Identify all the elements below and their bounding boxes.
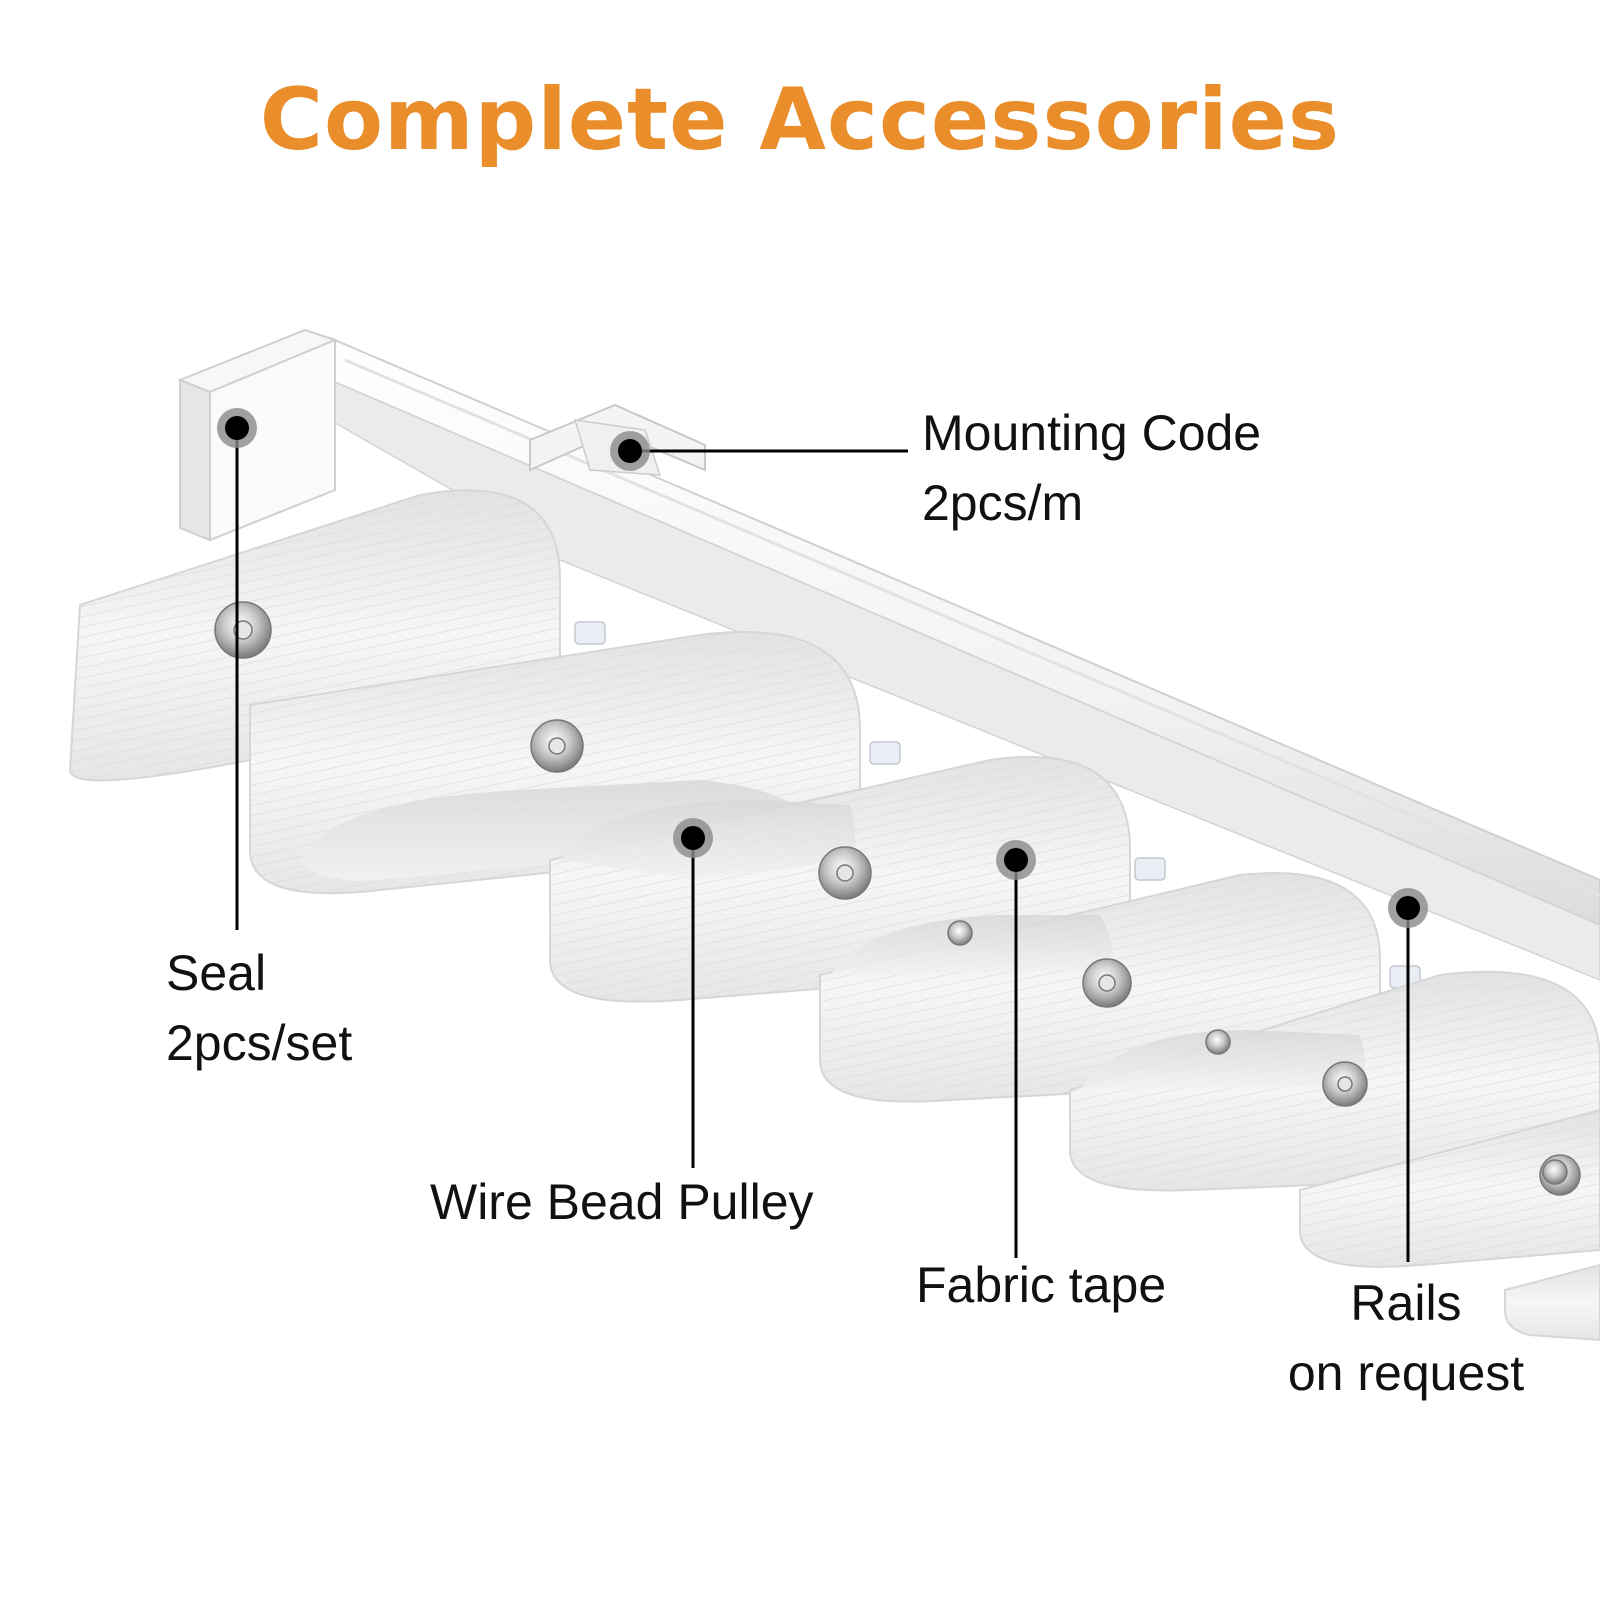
marker-dot-mounting-code bbox=[610, 431, 650, 471]
callout-fabric-tape: Fabric tape bbox=[916, 1250, 1166, 1320]
callout-mounting-code-name: Mounting Code bbox=[922, 405, 1262, 461]
callout-wire-bead-pulley: Wire Bead Pulley bbox=[430, 1167, 814, 1237]
callout-mounting-code: Mounting Code 2pcs/m bbox=[922, 398, 1261, 538]
marker-dots bbox=[217, 408, 1428, 928]
page-title: Complete Accessories bbox=[259, 70, 1341, 170]
marker-dot-wire-bead-pulley bbox=[673, 818, 713, 858]
callout-seal: Seal 2pcs/set bbox=[166, 938, 352, 1078]
leader-lines bbox=[235, 428, 1410, 1262]
rail-carriers bbox=[574, 621, 1421, 989]
marker-dot-fabric-tape bbox=[996, 840, 1036, 880]
callout-wire-bead-pulley-name: Wire Bead Pulley bbox=[430, 1174, 814, 1230]
callout-fabric-tape-name: Fabric tape bbox=[916, 1257, 1167, 1313]
callout-rails: Rails on request bbox=[1276, 1268, 1536, 1408]
marker-dot-seal bbox=[217, 408, 257, 448]
callout-seal-qty: 2pcs/set bbox=[166, 1015, 353, 1071]
callout-rails-note: on request bbox=[1287, 1345, 1525, 1401]
callout-rails-name: Rails bbox=[1350, 1275, 1462, 1331]
callout-seal-name: Seal bbox=[166, 945, 267, 1001]
end-bracket bbox=[177, 328, 338, 542]
metal-snaps bbox=[214, 601, 1581, 1196]
callout-mounting-code-qty: 2pcs/m bbox=[922, 475, 1084, 531]
marker-dot-rails bbox=[1388, 888, 1428, 928]
